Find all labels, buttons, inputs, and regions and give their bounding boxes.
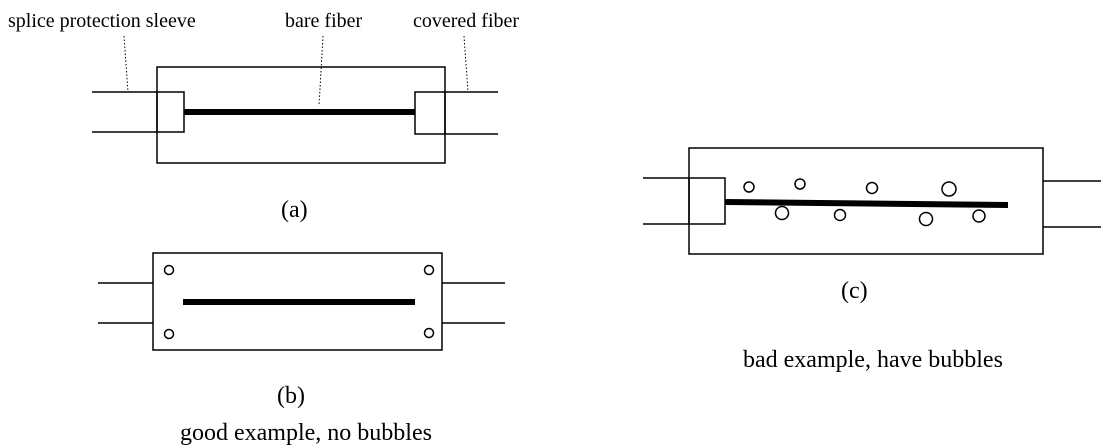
left-coating-end-c	[688, 177, 726, 225]
bubble-icon	[918, 211, 934, 227]
diagram-c	[643, 147, 1101, 255]
bubble-icon	[743, 181, 755, 193]
bubble-icon	[833, 208, 847, 222]
bare-fiber-c	[724, 199, 1009, 208]
caption-c: (c)	[841, 278, 868, 304]
air-hole-icon	[163, 328, 175, 340]
diagram-b	[98, 252, 505, 351]
bubble-icon	[865, 181, 879, 195]
leader-bare-fiber	[318, 35, 324, 107]
bubble-icon	[794, 178, 806, 190]
air-hole-icon	[423, 327, 435, 339]
leader-covered-fiber	[463, 35, 469, 93]
air-hole-icon	[423, 264, 435, 276]
air-hole-icon	[163, 264, 175, 276]
bubble-icon	[774, 205, 790, 221]
sleeve-b	[152, 252, 443, 351]
label-covered-fiber: covered fiber	[413, 10, 519, 32]
left-coating-end-a	[156, 91, 185, 133]
description-good: good example, no bubbles	[180, 420, 432, 446]
right-coating-end-a	[414, 91, 446, 135]
description-bad: bad example, have bubbles	[743, 347, 1003, 373]
label-bare-fiber: bare fiber	[285, 10, 363, 32]
caption-a: (a)	[281, 197, 308, 223]
caption-b: (b)	[277, 383, 305, 409]
leader-splice-sleeve	[123, 35, 129, 93]
bubble-icon	[972, 209, 986, 223]
diagram-a	[92, 66, 498, 164]
bubble-icon	[941, 181, 957, 197]
label-splice-protection-sleeve: splice protection sleeve	[8, 10, 196, 32]
